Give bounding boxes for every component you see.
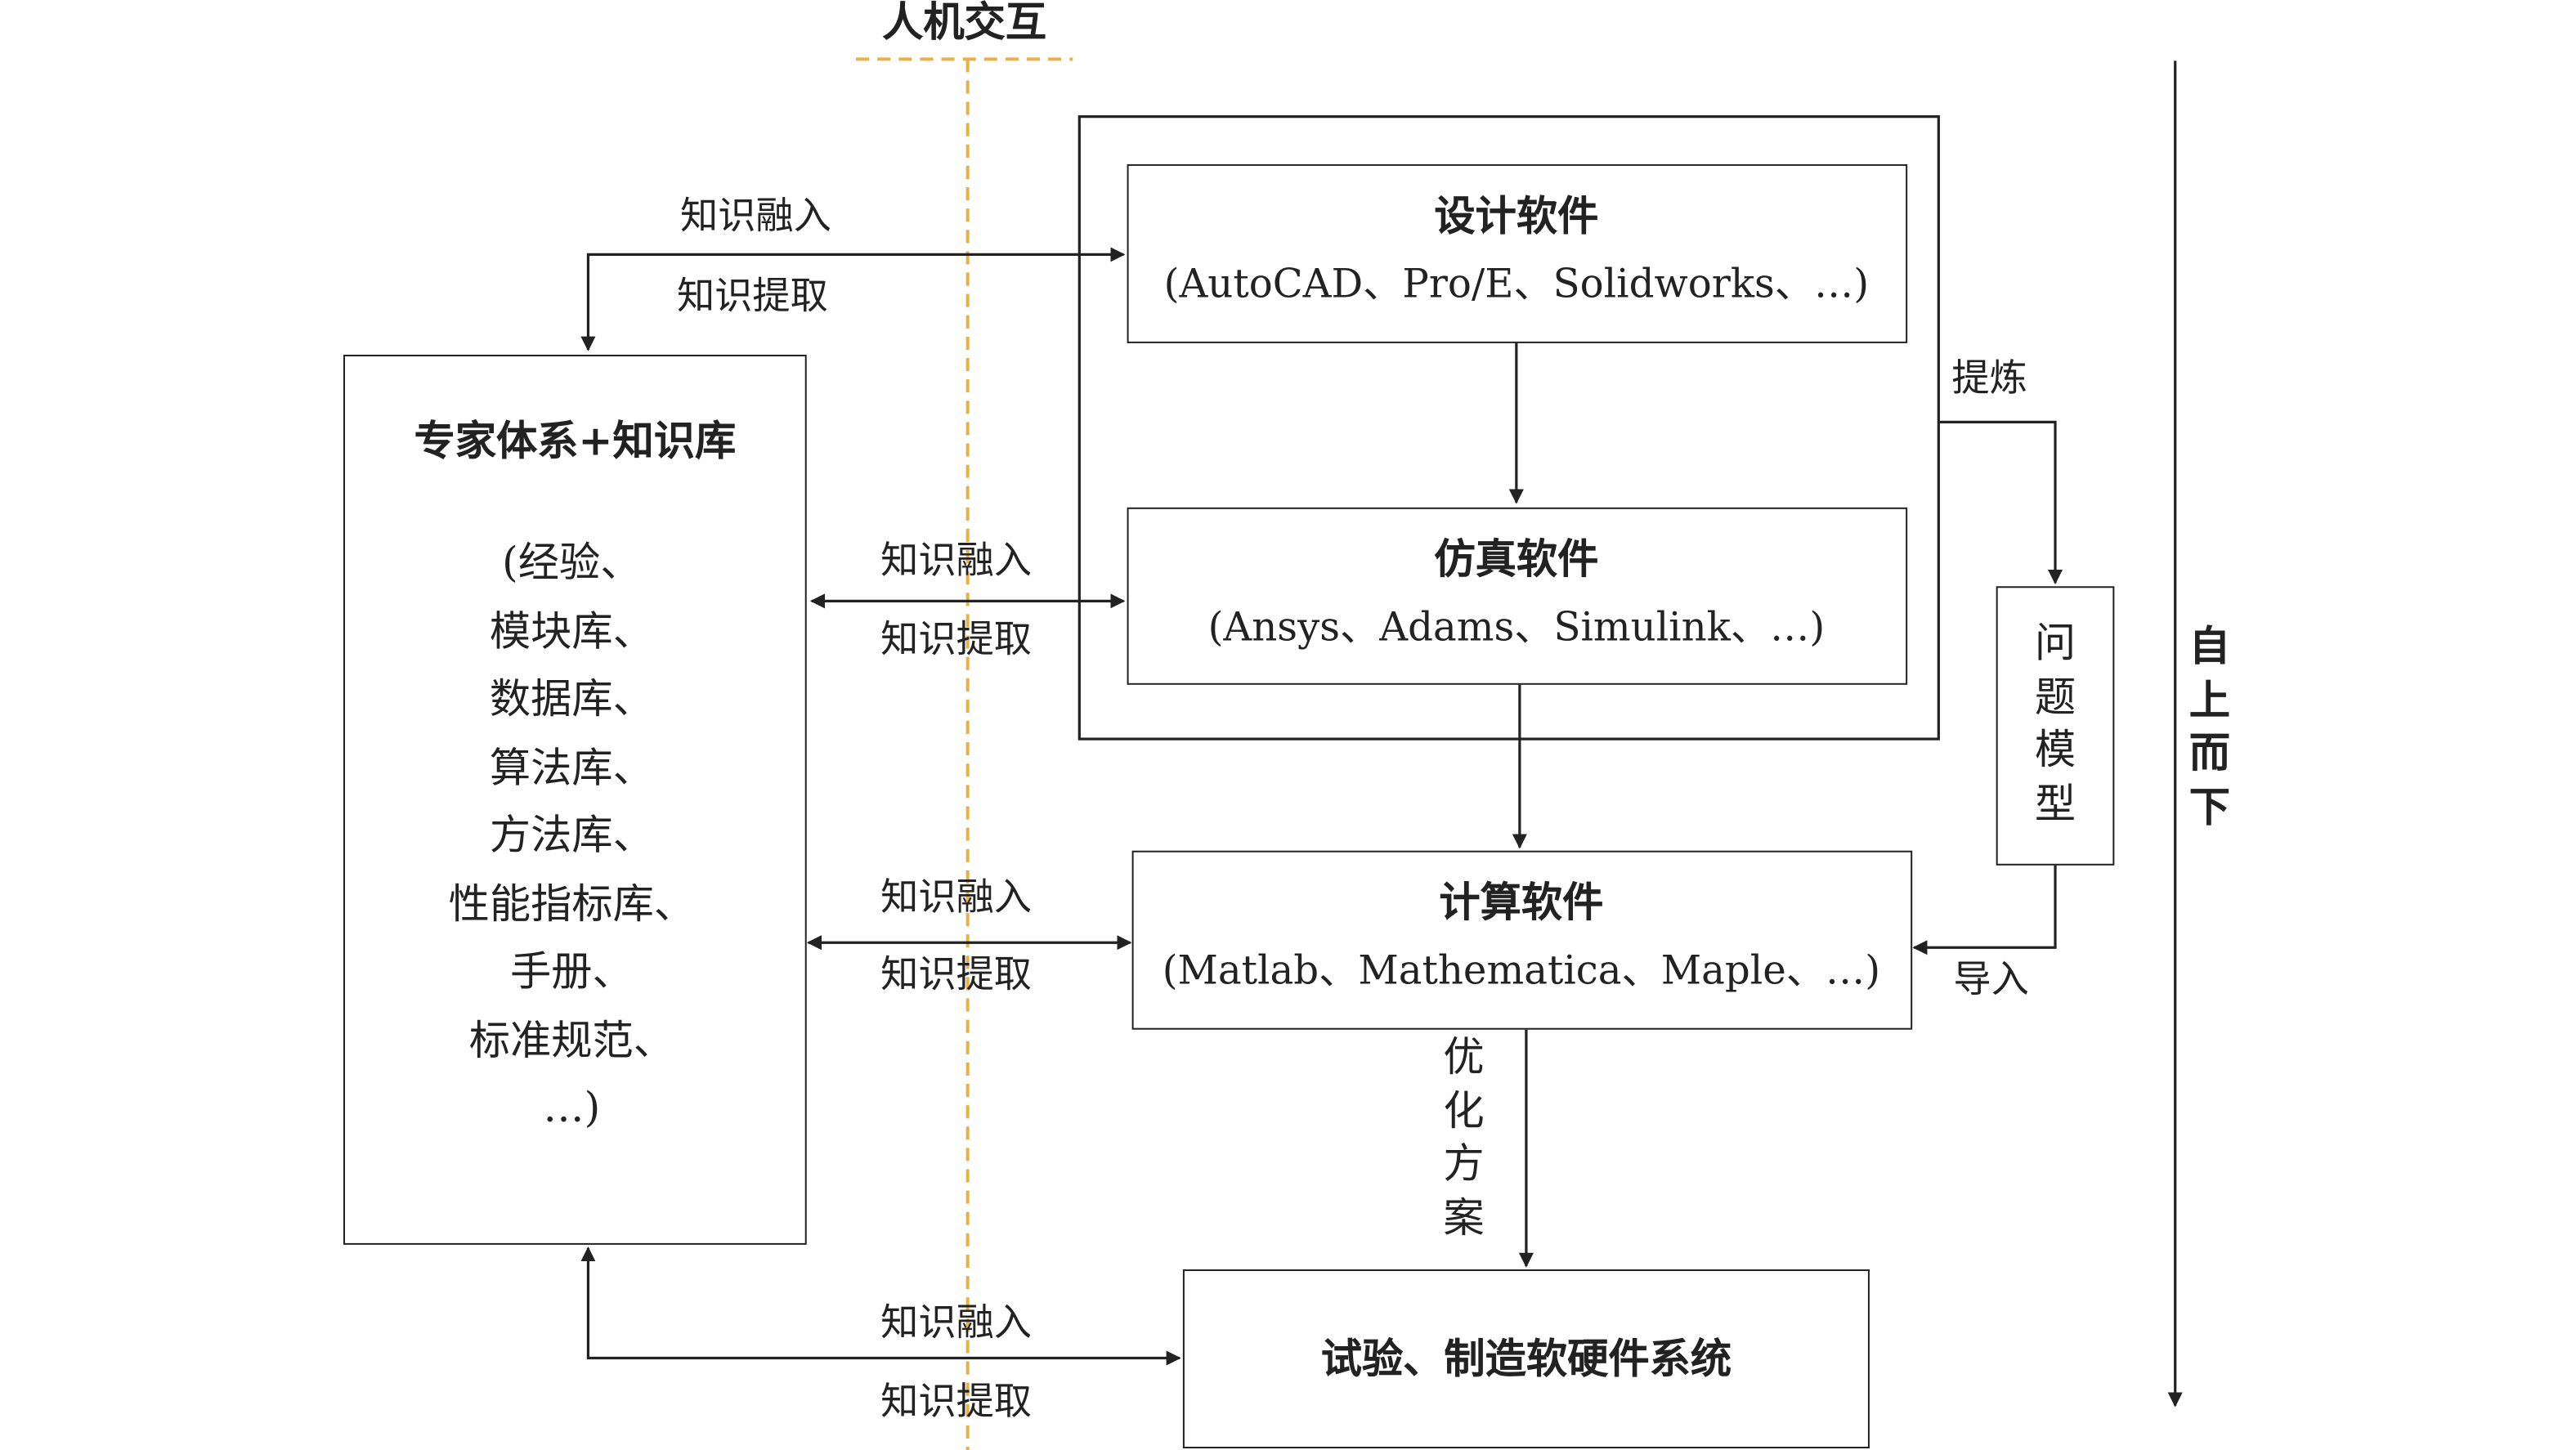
software-group-frame	[1077, 115, 1940, 741]
label-simulation-knowledge-out: 知识提取	[880, 619, 1033, 662]
knowledge-base-list: (经验、模块库、数据库、算法库、方法库、性能指标库、手册、标准规范、 …)	[449, 529, 695, 1142]
top-down-char: 自	[2188, 622, 2231, 670]
knowledge-base-item: 性能指标库、	[448, 879, 696, 928]
arrow-import	[1912, 865, 2057, 955]
optimization-plan-char: 案	[1443, 1193, 1485, 1241]
problem-model-char: 问	[2034, 619, 2076, 667]
top-down-char: 下	[2188, 782, 2231, 830]
label-import: 导入	[1953, 959, 2029, 1002]
knowledge-base-item: 标准规范、	[468, 1015, 674, 1063]
computation-software-tools: (Matlab、Mathematica、Maple、…)	[1162, 947, 1881, 994]
design-software-title: 设计软件	[1434, 192, 1599, 240]
knowledge-base-item: …)	[543, 1084, 601, 1132]
optimization-plan-char: 化	[1443, 1086, 1485, 1134]
design-software-box	[1127, 163, 1908, 343]
computation-software-box	[1131, 850, 1913, 1030]
expert-system-title: 专家体系+知识库	[414, 417, 737, 465]
arrow-expert-design	[580, 247, 1126, 351]
arrow-expert-test	[580, 1246, 1181, 1366]
problem-model-char: 题	[2034, 672, 2076, 720]
top-down-char: 而	[2188, 729, 2231, 777]
simulation-software-box	[1127, 507, 1908, 685]
label-compute-knowledge-out: 知识提取	[880, 954, 1033, 997]
label-test-knowledge-out: 知识提取	[880, 1381, 1033, 1424]
label-design-knowledge-in: 知识融入	[679, 195, 831, 239]
problem-model-char: 模	[2034, 726, 2076, 774]
knowledge-base-item: 手册、	[509, 947, 634, 996]
knowledge-base-item: 方法库、	[489, 811, 654, 859]
problem-model-box	[1996, 586, 2115, 866]
expert-system-box	[343, 354, 807, 1245]
problem-model-label: 问题模型	[2031, 617, 2080, 830]
hci-title: 人机交互	[882, 0, 1047, 47]
test-manufacturing-title: 试验、制造软硬件系统	[1320, 1335, 1732, 1383]
knowledge-base-item: (经验、	[502, 538, 642, 587]
optimization-plan-char: 优	[1443, 1032, 1485, 1081]
label-simulation-knowledge-in: 知识融入	[880, 539, 1033, 584]
computation-software-title: 计算软件	[1439, 878, 1604, 927]
problem-model-char: 型	[2034, 779, 2076, 827]
label-test-knowledge-in: 知识融入	[880, 1302, 1033, 1345]
simulation-software-title: 仿真软件	[1434, 535, 1599, 584]
knowledge-base-item: 数据库、	[489, 674, 654, 723]
design-software-tools: (AutoCAD、Pro/E、Solidworks、…)	[1163, 261, 1870, 307]
label-refine: 提炼	[1951, 357, 2027, 401]
optimization-plan-char: 方	[1443, 1139, 1485, 1188]
label-compute-knowledge-in: 知识融入	[880, 876, 1033, 920]
top-down-label: 自上而下	[2185, 620, 2234, 834]
test-manufacturing-box	[1182, 1269, 1870, 1449]
optimization-plan-label: 优化方案	[1439, 1032, 1488, 1245]
knowledge-base-item: 算法库、	[489, 743, 654, 791]
label-design-knowledge-out: 知识提取	[676, 275, 828, 319]
arrow-refine	[1938, 420, 2063, 585]
simulation-software-tools: (Ansys、Adams、Simulink、…)	[1207, 604, 1826, 651]
top-down-char: 上	[2188, 675, 2231, 724]
knowledge-base-item: 模块库、	[489, 606, 654, 655]
